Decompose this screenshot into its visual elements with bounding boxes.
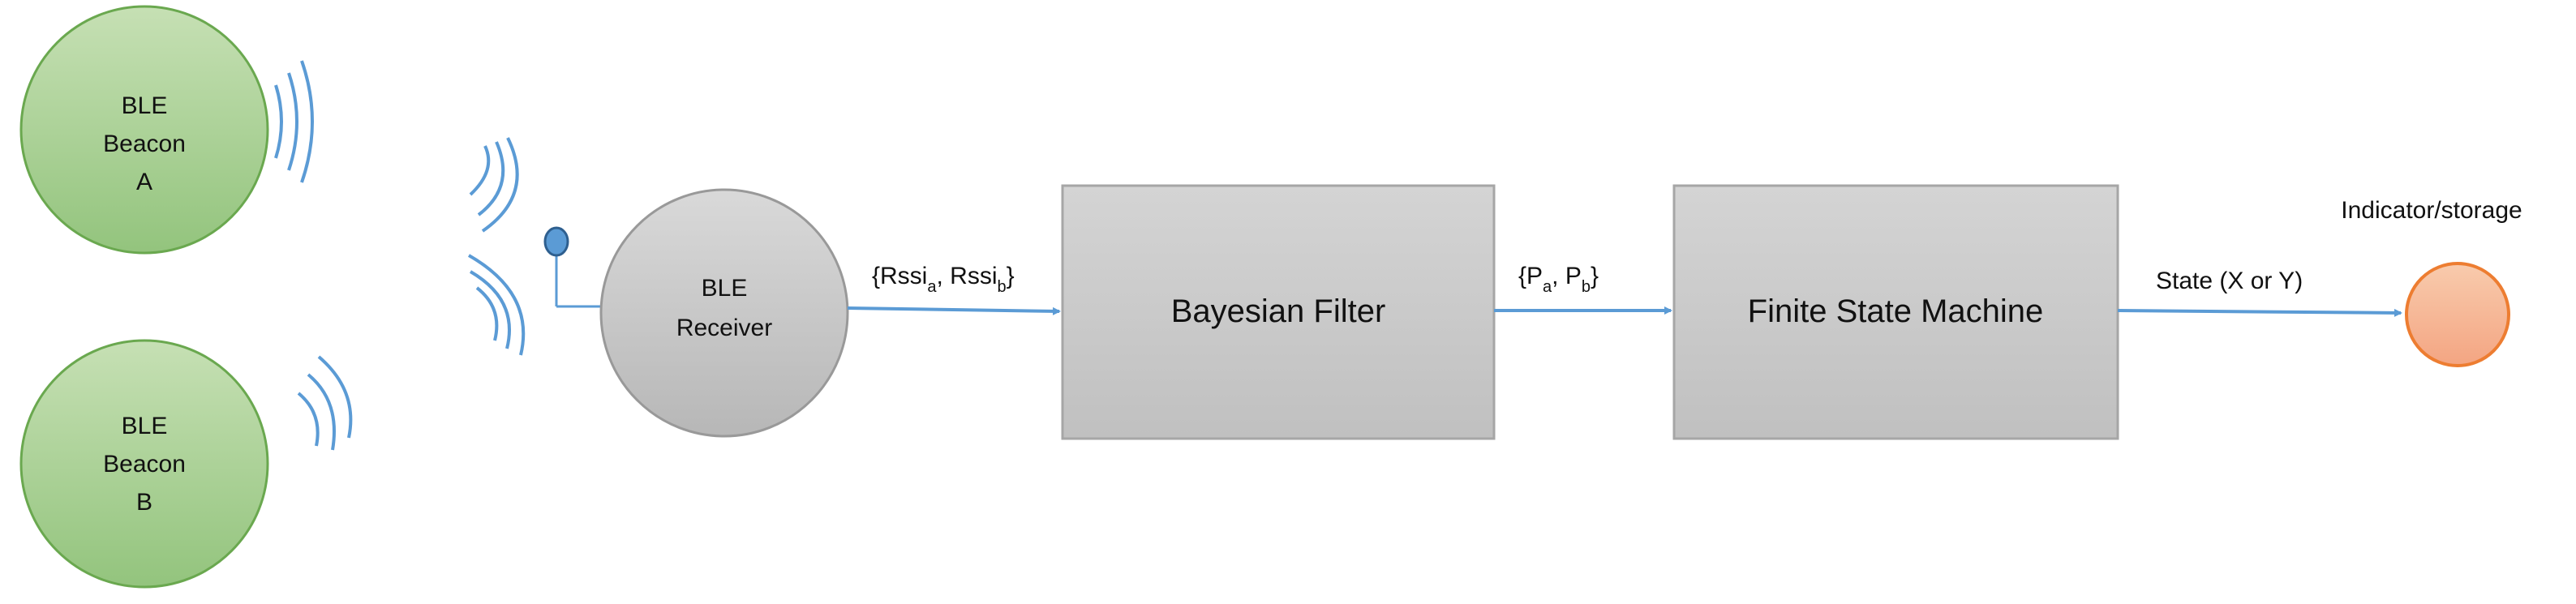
beacon-a-label-line3: A — [136, 169, 152, 195]
bayesian-filter-label: Bayesian Filter — [1171, 293, 1386, 329]
receiver-node: BLE Receiver — [599, 188, 849, 438]
fsm-label: Finite State Machine — [1748, 293, 2044, 329]
beacon-b-circle — [19, 339, 269, 589]
receiver-label-line2: Receiver — [676, 315, 772, 341]
beacon-b-node: BLE Beacon B — [19, 339, 269, 589]
beacon-b-label-line2: Beacon — [103, 451, 186, 478]
receiver-label-line1: BLE — [702, 275, 748, 302]
beacon-a-signal-icon — [274, 60, 314, 183]
arrow-receiver-to-filter — [847, 306, 1061, 315]
beacon-b-label-line1: BLE — [122, 413, 168, 439]
receiver-signal-icon-upper — [469, 137, 519, 233]
fsm-box: Finite State Machine — [1672, 184, 2119, 440]
beacon-b-signal-icon — [297, 355, 353, 451]
receiver-signal-icon-lower — [468, 254, 526, 356]
beacon-b-label-line3: B — [136, 489, 152, 516]
beacon-a-circle — [19, 5, 269, 255]
indicator-storage-circle — [2405, 262, 2510, 367]
prob-edge-label: {Pa, Pb} — [1518, 263, 1599, 296]
arrow-fsm-to-indicator — [2117, 308, 2402, 317]
bayesian-filter-box: Bayesian Filter — [1061, 184, 1496, 440]
rssi-edge-label: {Rssia, Rssib} — [872, 263, 1015, 296]
beacon-a-label-line2: Beacon — [103, 131, 186, 157]
beacon-a-node: BLE Beacon A — [19, 5, 269, 255]
beacon-a-label-line1: BLE — [122, 92, 168, 119]
state-edge-label: State (X or Y) — [2156, 268, 2303, 294]
indicator-label: Indicator/storage — [2341, 197, 2522, 224]
antenna-icon — [543, 226, 602, 308]
receiver-circle — [599, 188, 849, 438]
